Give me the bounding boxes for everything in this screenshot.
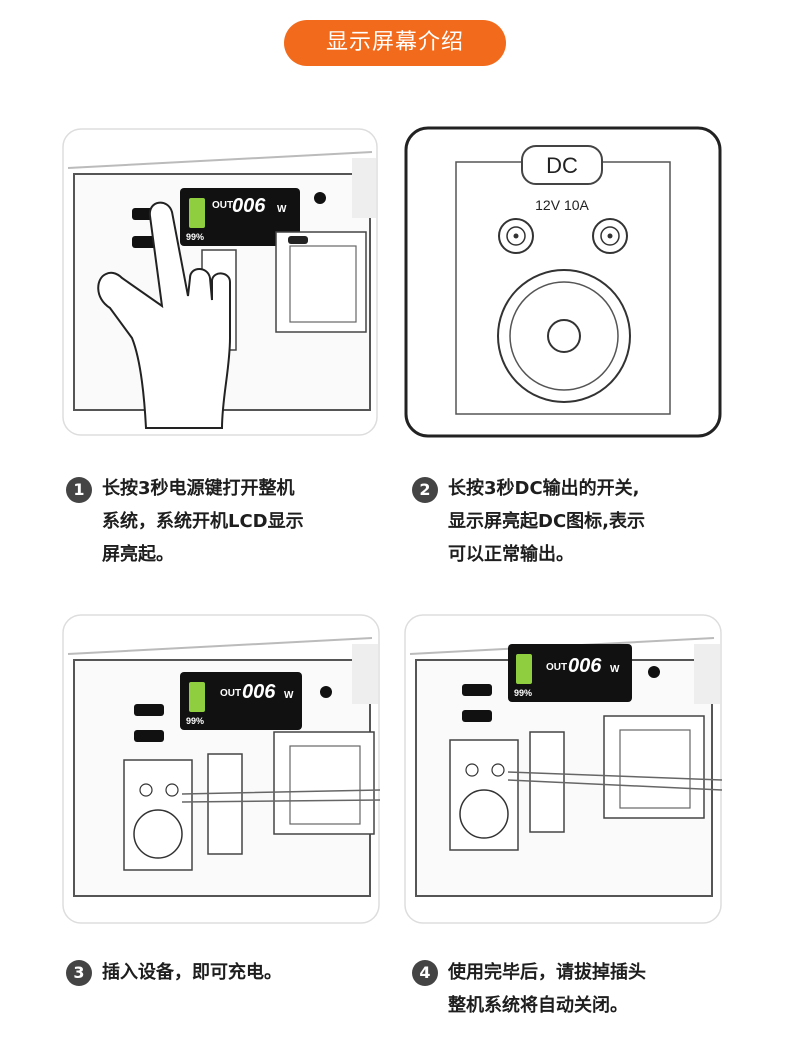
step-3-line-1: 插入设备，即可充电。 — [102, 962, 282, 983]
step-1-line-3: 屏亮起。 — [102, 544, 174, 565]
dc-label: DC — [546, 153, 578, 178]
svg-text:OUT: OUT — [546, 662, 567, 673]
display-unit: W — [277, 204, 287, 215]
svg-text:OUT: OUT — [220, 688, 241, 699]
step-number-2: 2 — [412, 477, 438, 503]
section-title-badge: 显示屏幕介绍 — [284, 20, 506, 66]
svg-text:W: W — [610, 664, 620, 675]
step-2-line-1: 长按3秒DC输出的开关, — [448, 478, 640, 499]
illustration-unplug: OUT 006 W 99% — [404, 614, 722, 924]
section-title: 显示屏幕介绍 — [325, 30, 464, 55]
svg-text:006: 006 — [242, 681, 276, 703]
step-2-line-2: 显示屏亮起DC图标,表示 — [448, 511, 645, 532]
display-out-label: OUT — [212, 200, 233, 211]
illustration-plug-in: OUT 006 W 99% — [62, 614, 380, 924]
step-number-3: 3 — [66, 960, 92, 986]
step-2-line-3: 可以正常输出。 — [448, 544, 574, 565]
step-number-1: 1 — [66, 477, 92, 503]
svg-text:99%: 99% — [514, 688, 532, 698]
illustration-power-on: OUT 006 W 99% — [62, 128, 378, 436]
step-4-line-1: 使用完毕后，请拔掉插头 — [448, 962, 646, 983]
step-4-line-2: 整机系统将自动关闭。 — [448, 995, 628, 1016]
step-number-4: 4 — [412, 960, 438, 986]
dc-rating: 12V 10A — [535, 197, 589, 213]
illustration-dc-panel: DC 12V 10A — [404, 126, 722, 438]
svg-text:W: W — [284, 690, 294, 701]
step-1-line-1: 长按3秒电源键打开整机 — [102, 478, 295, 499]
display-out-value: 006 — [232, 195, 266, 217]
step-1-line-2: 系统，系统开机LCD显示 — [102, 511, 304, 532]
display-battery: 99% — [186, 232, 204, 242]
svg-text:006: 006 — [568, 655, 602, 677]
svg-text:99%: 99% — [186, 716, 204, 726]
